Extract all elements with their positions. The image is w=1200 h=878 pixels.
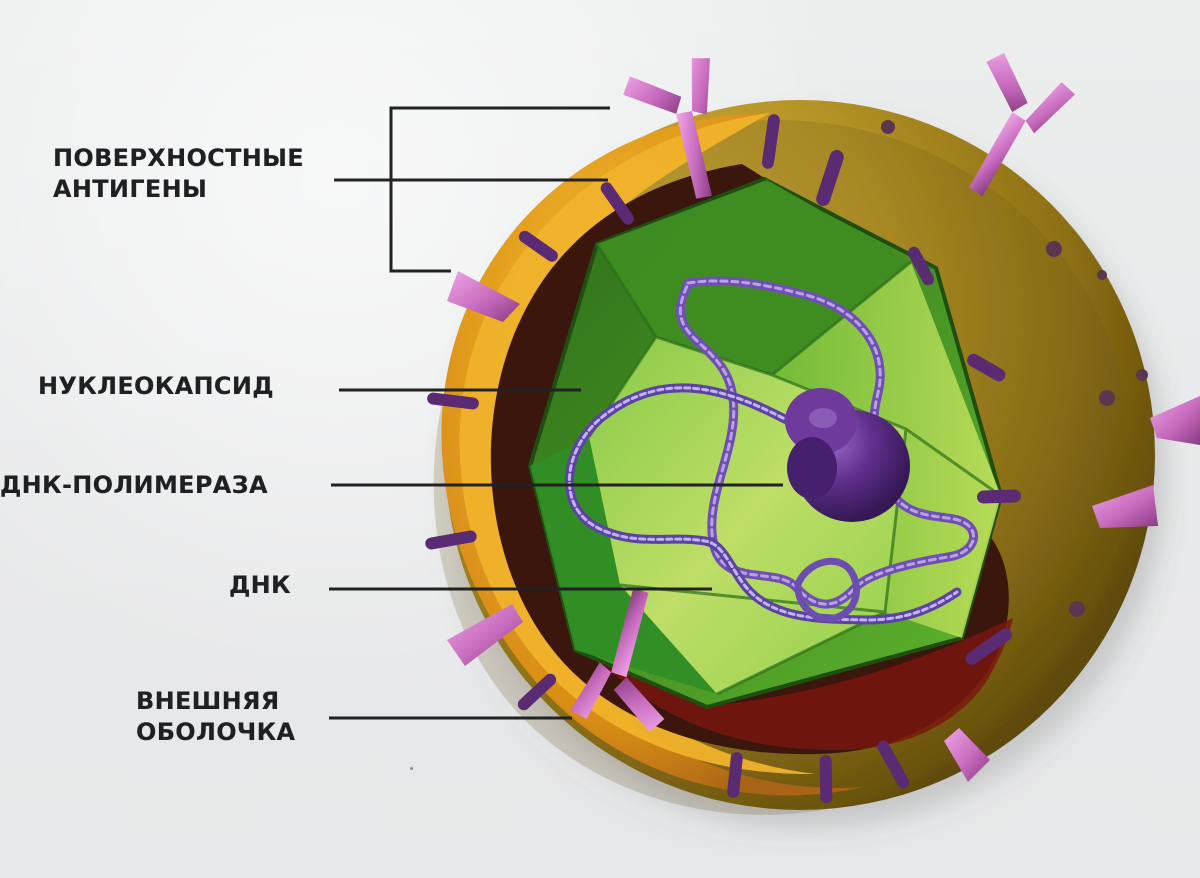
polymerase-side xyxy=(787,437,837,499)
capsid-upper-face xyxy=(597,180,911,375)
surface-cone-spike xyxy=(944,728,990,782)
capsid-facet-lines xyxy=(587,243,1002,696)
surface-antigens-label: ПОВЕРХНОСТНЫЕ АНТИГЕНЫ xyxy=(53,143,304,205)
dna-label: ДНК xyxy=(229,571,291,599)
membrane-pegs xyxy=(425,114,1021,803)
polymerase-shine xyxy=(809,408,837,428)
dna-strands xyxy=(564,276,978,625)
surface-antigens-label-line-2: АНТИГЕНЫ xyxy=(53,175,208,203)
surface-knobs xyxy=(881,120,1148,617)
surface-antigen-spike xyxy=(570,587,665,733)
dna-polymerase-label: ДНК-ПОЛИМЕРАЗА xyxy=(0,471,268,499)
surface-antigens-bracket xyxy=(389,106,610,273)
outer-envelope-label-line-1: ВНЕШНЯЯ xyxy=(136,687,280,715)
dna-strand-small-loop xyxy=(794,557,860,623)
leader-lines xyxy=(329,106,783,720)
surface-cone-spike xyxy=(1092,485,1158,528)
capsid-right-face xyxy=(772,262,1001,638)
dna-polymerase xyxy=(785,388,910,522)
brown-inner-shadow xyxy=(590,618,1013,751)
surface-cone-spike xyxy=(447,604,523,666)
surface-cone-spike xyxy=(1150,396,1200,445)
polymerase-top xyxy=(785,388,857,454)
surface-antigen-spike xyxy=(969,53,1075,197)
outer-envelope-label: ВНЕШНЯЯ ОБОЛОЧКА xyxy=(136,686,295,748)
outer-envelope-label-line-2: ОБОЛОЧКА xyxy=(136,718,296,746)
surface-cone-spike xyxy=(447,271,520,322)
print-speck xyxy=(410,767,413,770)
surface-antigen-spike xyxy=(623,58,712,199)
nucleocapsid-label: НУКЛЕОКАПСИД xyxy=(38,372,274,400)
surface-spikes xyxy=(425,53,1200,803)
dna-strand-loop-highlight xyxy=(567,386,959,622)
surface-antigens-label-line-1: ПОВЕРХНОСТНЫЕ xyxy=(53,144,304,172)
